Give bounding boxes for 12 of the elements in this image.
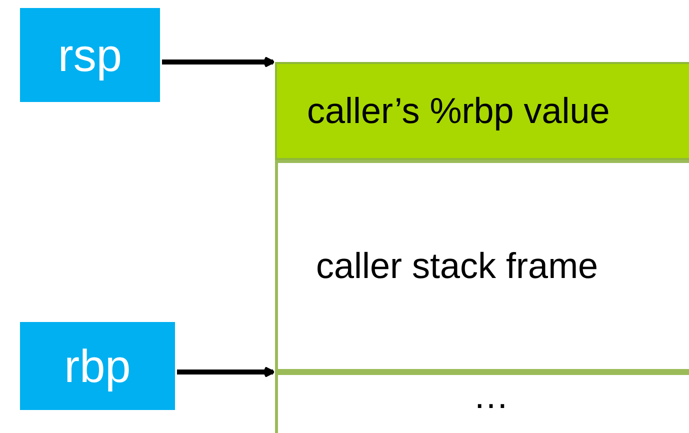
- slot-label: caller stack frame: [316, 245, 598, 287]
- arrow: [177, 366, 274, 378]
- stack-frame: [275, 160, 689, 372]
- slot-label: …: [473, 375, 509, 417]
- slot-label: caller’s %rbp value: [307, 90, 610, 132]
- stack-slot: [275, 372, 689, 433]
- register-name: rbp: [64, 339, 131, 393]
- arrow: [162, 56, 274, 68]
- register-name: rsp: [58, 28, 122, 82]
- register-box: [20, 8, 160, 102]
- stack-slot: [275, 62, 689, 160]
- register-box: [20, 322, 175, 410]
